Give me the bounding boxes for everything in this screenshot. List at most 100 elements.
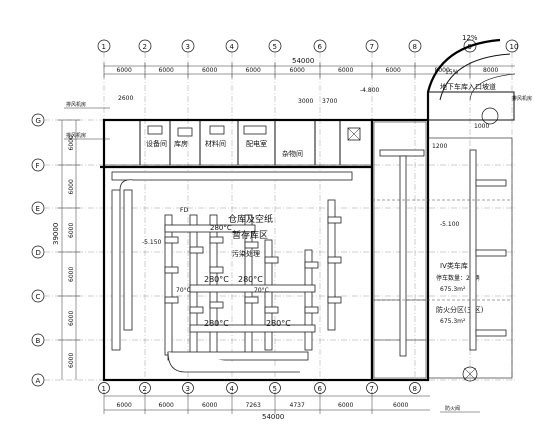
row-label: D xyxy=(36,249,41,257)
column-label: 7 xyxy=(370,385,374,393)
air-diffuser xyxy=(244,296,259,304)
garage-labels: IV类车库 停车数量：22辆 675.3m² 防火分区(三区) 675.3m² … xyxy=(118,34,512,382)
air-diffuser xyxy=(304,261,319,269)
cross-room-label: 污染处理 xyxy=(232,249,260,258)
column-bubble-bottom-7: 7 xyxy=(366,382,378,394)
fire-zone-label: 防火分区(三区) xyxy=(436,305,484,314)
column-bubble-bottom-1: 1 xyxy=(98,382,110,394)
column-bubbles-bottom: 1 2 3 4 5 6 7 8 xyxy=(98,382,421,394)
left-span-dim: 6000 xyxy=(68,267,75,282)
room-equipment: 设备间 xyxy=(146,139,167,148)
column-label: 4 xyxy=(230,385,235,393)
column-label: 8 xyxy=(413,43,417,51)
size-label-1: 1000 xyxy=(474,123,489,130)
top-span-dim: 6000 xyxy=(202,67,217,74)
row-label: G xyxy=(36,117,41,125)
column-label: 2 xyxy=(143,385,147,393)
air-diffuser xyxy=(244,241,259,249)
column-label: 5 xyxy=(273,385,277,393)
legend-label-1: 排风机房 xyxy=(66,101,86,108)
left-span-dim: 6000 xyxy=(68,223,75,238)
row-label: A xyxy=(36,377,41,385)
air-diffuser xyxy=(164,236,179,244)
row-bubble-G: G xyxy=(31,113,45,127)
air-diffuser xyxy=(189,246,204,254)
air-diffuser xyxy=(209,266,224,274)
legend-label-2: 排风机房 xyxy=(66,132,86,139)
elev-label-1: -5.150 xyxy=(142,239,162,246)
slope2-label: 15% xyxy=(445,69,459,76)
bottom-span-dim: 4737 xyxy=(290,402,305,409)
left-span-dim: 6000 xyxy=(68,135,75,150)
left-span-dim: 6000 xyxy=(68,311,75,326)
column-bubble-7: 7 xyxy=(365,39,379,53)
column-bubble-8: 8 xyxy=(408,39,422,53)
row-bubble-A: A xyxy=(31,373,45,387)
column-label: 8 xyxy=(413,385,417,393)
temp-label-7: 70°C xyxy=(254,287,269,294)
column-bubble-bottom-6: 6 xyxy=(314,382,326,394)
row-bubble-B: B xyxy=(31,333,45,347)
column-label: 10 xyxy=(510,43,519,51)
column-label: 6 xyxy=(318,385,323,393)
temp-label-2: 280°C xyxy=(204,275,229,284)
row-label: F xyxy=(36,162,40,170)
column-bubble-1: 1 xyxy=(97,39,111,53)
bottom-span-dim: 6000 xyxy=(117,402,132,409)
top-span-dim: 6000 xyxy=(338,67,353,74)
elev-label-2: -5.100 xyxy=(440,221,460,228)
top-span-dim: 6000 xyxy=(290,67,305,74)
top-span-dim: 6000 xyxy=(246,67,261,74)
column-bubble-10: 10 xyxy=(505,39,519,53)
column-bubble-4: 4 xyxy=(225,39,239,53)
temp-label-3: 280°C xyxy=(238,275,263,284)
column-bubble-6: 6 xyxy=(313,39,327,53)
air-diffuser xyxy=(264,256,279,264)
column-label: 1 xyxy=(102,43,106,51)
temp-label-6: 70°C xyxy=(176,287,191,294)
elev-label-3: -4.800 xyxy=(360,87,380,94)
row-bubble-C: C xyxy=(31,289,45,303)
room-material: 材料间 xyxy=(205,139,226,148)
iv-garage-label: IV类车库 xyxy=(440,261,468,270)
ductwork xyxy=(111,171,353,373)
temp-label-1: 280°C xyxy=(210,224,232,232)
air-diffuser xyxy=(209,301,224,309)
row-label: C xyxy=(36,293,41,301)
room-storage: 库房 xyxy=(174,139,188,148)
temp-label-5: 280°C xyxy=(266,319,291,328)
column-bubble-2: 2 xyxy=(138,39,152,53)
parking-count-label: 停车数量：22辆 xyxy=(436,274,480,282)
left-overall-dim: 39000 xyxy=(52,223,60,245)
room-dispatch: 杂物间 xyxy=(282,149,303,158)
leader-labels: 排风机房 排风机房 防火阀 排风机房 xyxy=(64,95,532,413)
parking-area-label: 675.3m² xyxy=(440,286,466,293)
top-rooms: 设备间 材料间 配电室 杂物间 库房 xyxy=(139,120,361,165)
top-span-dim: 6000 xyxy=(117,67,132,74)
top-overall-dim: 54000 xyxy=(292,57,314,65)
column-bubble-bottom-4: 4 xyxy=(226,382,238,394)
slope-label: 12% xyxy=(462,34,478,42)
air-diffuser xyxy=(327,256,342,264)
column-label: 1 xyxy=(102,385,106,393)
left-span-dim: 6000 xyxy=(68,179,75,194)
air-diffuser xyxy=(264,306,279,314)
fd-label: FD xyxy=(180,207,188,214)
column-label: 6 xyxy=(318,43,323,51)
row-bubble-D: D xyxy=(31,245,45,259)
dim-3000-label: 3000 xyxy=(298,98,313,105)
row-bubbles-left: G F E D C B A xyxy=(31,113,45,387)
column-bubble-5: 5 xyxy=(268,39,282,53)
column-label: 3 xyxy=(186,385,190,393)
bottom-span-dim: 6000 xyxy=(159,402,174,409)
top-span-dim: 8000 xyxy=(483,67,498,74)
row-label: E xyxy=(36,205,40,213)
dim-3700-label: 3700 xyxy=(322,98,337,105)
dim-2600-label: 2600 xyxy=(118,95,133,102)
column-bubble-bottom-3: 3 xyxy=(182,382,194,394)
column-bubble-bottom-8: 8 xyxy=(409,382,421,394)
